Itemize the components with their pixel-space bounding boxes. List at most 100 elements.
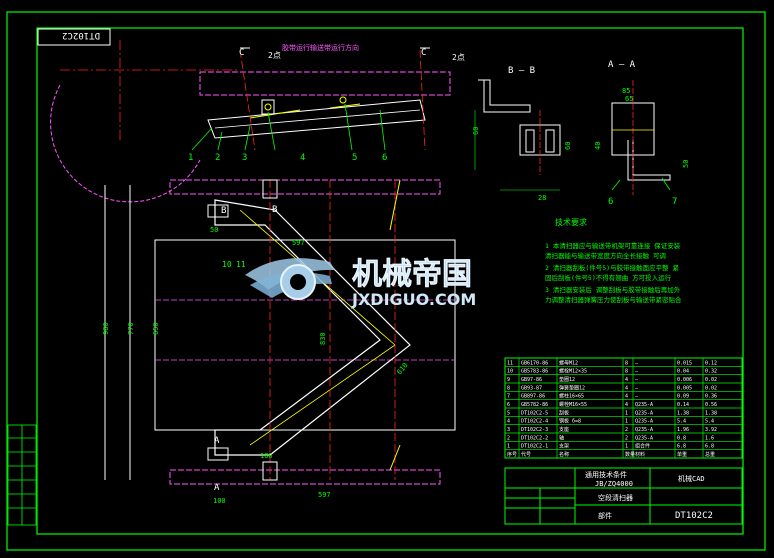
section-mark-left: C — [239, 48, 244, 58]
bom-cell: 垫圈12 — [559, 376, 575, 383]
code-box-text: DT102C2 — [62, 30, 100, 40]
bom-cell: DT102C2-3 — [521, 427, 548, 433]
bom-cell: GB897-86 — [521, 394, 545, 400]
bom-cell: 4 — [625, 385, 628, 391]
bb-dim-60b: 60 — [564, 142, 572, 150]
bom-cell: 0.36 — [705, 394, 717, 400]
bom-cell: 2 — [507, 435, 510, 441]
tech-title: 技术要求 — [555, 217, 587, 227]
callout-4: 4 — [300, 153, 305, 163]
bom-header-cell: 材料 — [635, 451, 645, 458]
section-bb: B — B 60 28 60 — [472, 66, 572, 202]
bom-header-cell: 代号 — [521, 451, 531, 458]
bom-cell: 8 — [507, 385, 510, 391]
bom-cell: 1.6 — [705, 435, 714, 441]
bom-cell: — — [635, 360, 639, 366]
block-code: DT102C2 — [675, 511, 713, 521]
aa-dim-50: 50 — [682, 160, 690, 168]
section-bb-title: B — B — [508, 66, 535, 76]
dim-597-bottom: 597 — [318, 491, 331, 499]
bom-cell: 螺栓M16×55 — [559, 401, 587, 408]
bom-cell: 0.09 — [677, 394, 689, 400]
dim-830: 830 — [319, 332, 327, 345]
main-view: 980 770 650 50 100 597 597 830 610 100 B… — [102, 179, 456, 505]
bom-cell: — — [635, 369, 639, 375]
bom-cell: 0.006 — [677, 377, 692, 383]
label-a-bottom: A — [214, 483, 220, 493]
bom-header-cell: 名称 — [559, 451, 569, 458]
bom-header-cell: 序号 — [507, 451, 517, 458]
bom-cell: 支架 — [559, 443, 569, 450]
bom-cell: 2 — [625, 435, 628, 441]
title-block — [504, 467, 743, 525]
bom-cell: 8 — [625, 360, 628, 366]
bom-cell: 弹簧垫圈12 — [559, 384, 585, 391]
bom-cell: 螺母M12 — [559, 359, 578, 366]
tech-line-6: 力调整清扫器弹簧压力使刮板与输送带紧密贴合 — [545, 295, 682, 304]
bom-cell: 0.005 — [677, 385, 692, 391]
label-a-lower: A — [214, 436, 220, 446]
bom-cell: — — [635, 394, 639, 400]
bom-cell: 轴 — [559, 434, 564, 441]
aa-dim-40: 40 — [594, 142, 602, 150]
bom-cell: 1 — [625, 419, 628, 425]
bom-cell: 7 — [507, 394, 510, 400]
tech-line-4: 固后刮板(件号5)不得有翘曲 方可投入运行 — [545, 273, 672, 282]
block-unit: 通用技术条件 — [585, 470, 627, 479]
bom-cell: — — [635, 385, 639, 391]
callout-2: 2 — [215, 153, 220, 163]
label-b-upper: B — [221, 206, 226, 216]
bom-cell: Q235-A — [635, 419, 653, 425]
bom-cell: 6 — [507, 402, 510, 408]
bom-cell: 1.38 — [705, 410, 717, 416]
bom-cell: 4 — [625, 394, 628, 400]
outer-frame — [6, 11, 766, 551]
bom-cell: 5.4 — [677, 419, 686, 425]
bom-cell: 11 — [507, 360, 513, 366]
bom-cell: 0.14 — [677, 402, 689, 408]
bom-cell: DT102C2-2 — [521, 435, 548, 441]
bom-cell: 0.04 — [677, 369, 689, 375]
block-title: 空段清扫器 — [598, 493, 633, 502]
tech-line-3: 2 清扫器刮板(件号5)与胶带接触面应平整 紧 — [545, 263, 679, 272]
bom-cell: 5.4 — [705, 419, 714, 425]
callout-1: 1 — [188, 153, 193, 163]
block-part: 部件 — [598, 511, 612, 520]
callout-11: 11 — [236, 260, 246, 269]
bom-cell: 5 — [507, 410, 510, 416]
bom-cell: 3 — [507, 427, 510, 433]
tech-line-2: 清扫器能与输送带宽度方向全长接触 可调 — [545, 251, 666, 260]
bom-cell: GB6170-86 — [521, 360, 548, 366]
bom-cell: 钢板 δ=8 — [559, 418, 581, 425]
bom-cell: 6.8 — [705, 444, 714, 450]
bom-cell: 0.32 — [705, 369, 717, 375]
bom-cell: 0.8 — [677, 435, 686, 441]
bom-cell: 1 — [625, 444, 628, 450]
bom-cell: 0.56 — [705, 402, 717, 408]
bom-cell: Q235-A — [635, 410, 653, 416]
code-box — [37, 28, 111, 46]
bom-cell: Q235-A — [635, 402, 653, 408]
section-aa: A — A 85 65 40 50 6 7 — [594, 60, 690, 207]
block-maker: 机械CAD — [678, 474, 705, 483]
bom-cell: 4 — [625, 377, 628, 383]
bom-cell: 螺栓M12×35 — [559, 368, 587, 375]
bom-cell: 1.38 — [677, 410, 689, 416]
bom-header-cell: 单重 — [677, 451, 687, 458]
bom-cell: 9 — [507, 377, 510, 383]
callout-3: 3 — [242, 153, 247, 163]
watermark-cn: 机械帝国 — [352, 257, 472, 292]
dim-100: 100 — [213, 497, 226, 505]
label-b-right: B — [272, 205, 277, 215]
bom-cell: 0.015 — [677, 360, 692, 366]
tech-line-1: 1 本清扫器应与输送带机架可靠连接 保证安装 — [545, 241, 681, 250]
tech-line-5: 3 清扫器安装后 调整刮板与胶带接触后再加外 — [545, 285, 681, 294]
ratio-right: 2点 — [452, 53, 465, 62]
bom-cell: 0.12 — [705, 360, 717, 366]
bom-cell: 3.92 — [705, 427, 717, 433]
bom-cell: 螺柱16×65 — [559, 393, 584, 400]
bom-header-cell: 数量 — [625, 451, 635, 458]
bom-cell: — — [635, 377, 639, 383]
